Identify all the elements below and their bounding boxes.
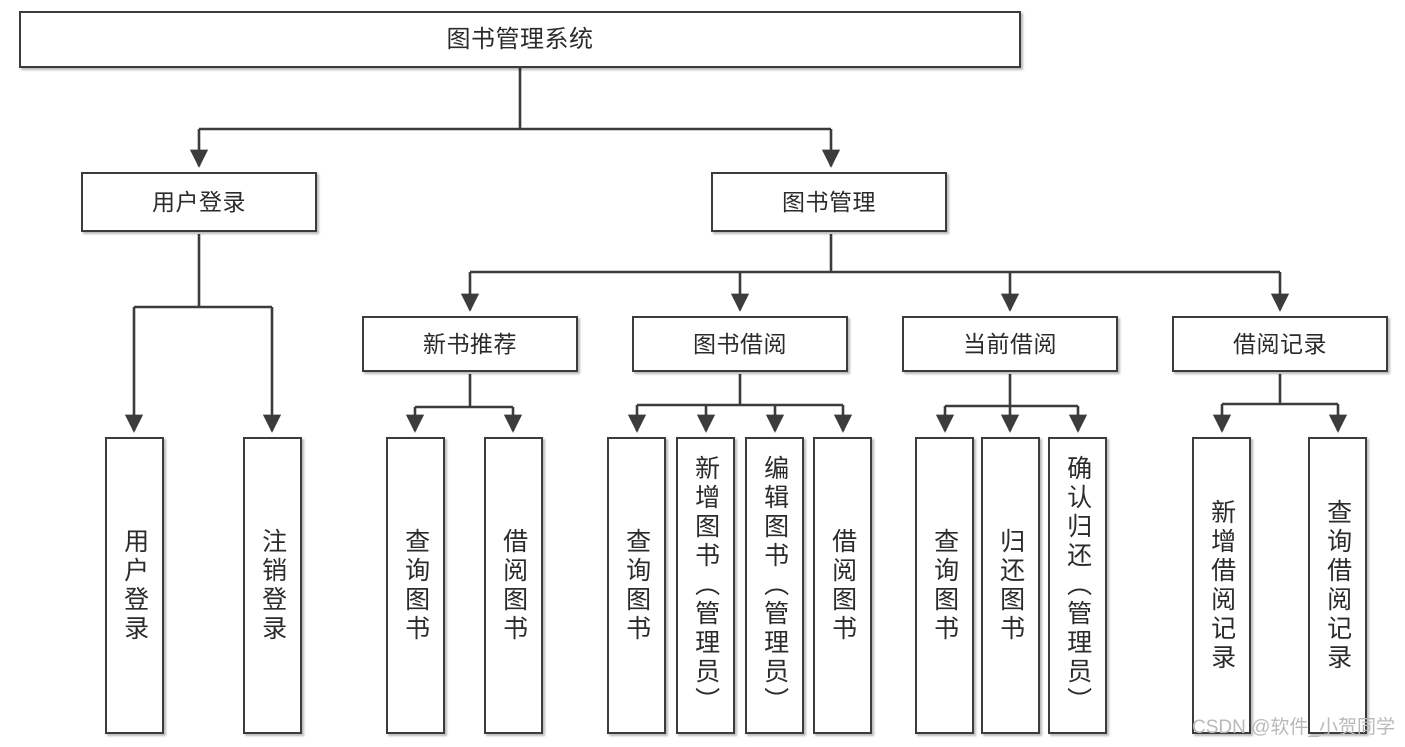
node-leaf-query-book-3-label: 查询图书 bbox=[930, 527, 959, 644]
node-book-manage-label: 图书管理 bbox=[782, 188, 876, 215]
node-book-borrow[interactable]: 图书借阅 bbox=[632, 316, 848, 372]
node-current-borrow[interactable]: 当前借阅 bbox=[902, 316, 1118, 372]
node-leaf-logout[interactable]: 注销登录 bbox=[243, 437, 302, 734]
node-leaf-query-book-2[interactable]: 查询图书 bbox=[607, 437, 666, 734]
node-leaf-user-login[interactable]: 用户登录 bbox=[105, 437, 164, 734]
node-book-manage[interactable]: 图书管理 bbox=[711, 172, 947, 232]
node-borrow-record[interactable]: 借阅记录 bbox=[1172, 316, 1388, 372]
node-leaf-return-book[interactable]: 归还图书 bbox=[981, 437, 1040, 734]
node-new-book-rec[interactable]: 新书推荐 bbox=[362, 316, 578, 372]
node-borrow-record-label: 借阅记录 bbox=[1233, 330, 1327, 357]
node-leaf-query-record[interactable]: 查询借阅记录 bbox=[1308, 437, 1367, 734]
node-leaf-query-book-2-label: 查询图书 bbox=[622, 527, 651, 644]
node-leaf-borrow-book-1-label: 借阅图书 bbox=[499, 527, 528, 644]
node-user-login[interactable]: 用户登录 bbox=[81, 172, 317, 232]
node-leaf-add-record[interactable]: 新增借阅记录 bbox=[1192, 437, 1251, 734]
node-leaf-logout-label: 注销登录 bbox=[258, 527, 287, 644]
node-leaf-edit-book[interactable]: 编辑图书（管理员） bbox=[745, 437, 804, 734]
node-leaf-confirm-return[interactable]: 确认归还（管理员） bbox=[1048, 437, 1107, 734]
node-leaf-add-record-label: 新增借阅记录 bbox=[1207, 498, 1236, 673]
node-user-login-label: 用户登录 bbox=[152, 188, 246, 215]
node-leaf-user-login-label: 用户登录 bbox=[120, 527, 149, 644]
node-leaf-borrow-book-1[interactable]: 借阅图书 bbox=[484, 437, 543, 734]
node-leaf-query-book-3[interactable]: 查询图书 bbox=[915, 437, 974, 734]
node-leaf-query-book-1[interactable]: 查询图书 bbox=[386, 437, 445, 734]
node-current-borrow-label: 当前借阅 bbox=[963, 330, 1057, 357]
node-leaf-query-book-1-label: 查询图书 bbox=[401, 527, 430, 644]
node-leaf-query-record-label: 查询借阅记录 bbox=[1323, 498, 1352, 673]
node-leaf-borrow-book-2-label: 借阅图书 bbox=[828, 527, 857, 644]
node-leaf-add-book[interactable]: 新增图书（管理员） bbox=[676, 437, 735, 734]
node-leaf-borrow-book-2[interactable]: 借阅图书 bbox=[813, 437, 872, 734]
node-leaf-edit-book-label: 编辑图书（管理员） bbox=[760, 455, 789, 716]
node-leaf-confirm-return-label: 确认归还（管理员） bbox=[1063, 455, 1092, 716]
node-book-borrow-label: 图书借阅 bbox=[693, 330, 787, 357]
node-root-label: 图书管理系统 bbox=[446, 25, 594, 53]
node-leaf-return-book-label: 归还图书 bbox=[996, 527, 1025, 644]
node-new-book-rec-label: 新书推荐 bbox=[423, 330, 517, 357]
node-root[interactable]: 图书管理系统 bbox=[19, 11, 1021, 68]
node-leaf-add-book-label: 新增图书（管理员） bbox=[691, 455, 720, 716]
